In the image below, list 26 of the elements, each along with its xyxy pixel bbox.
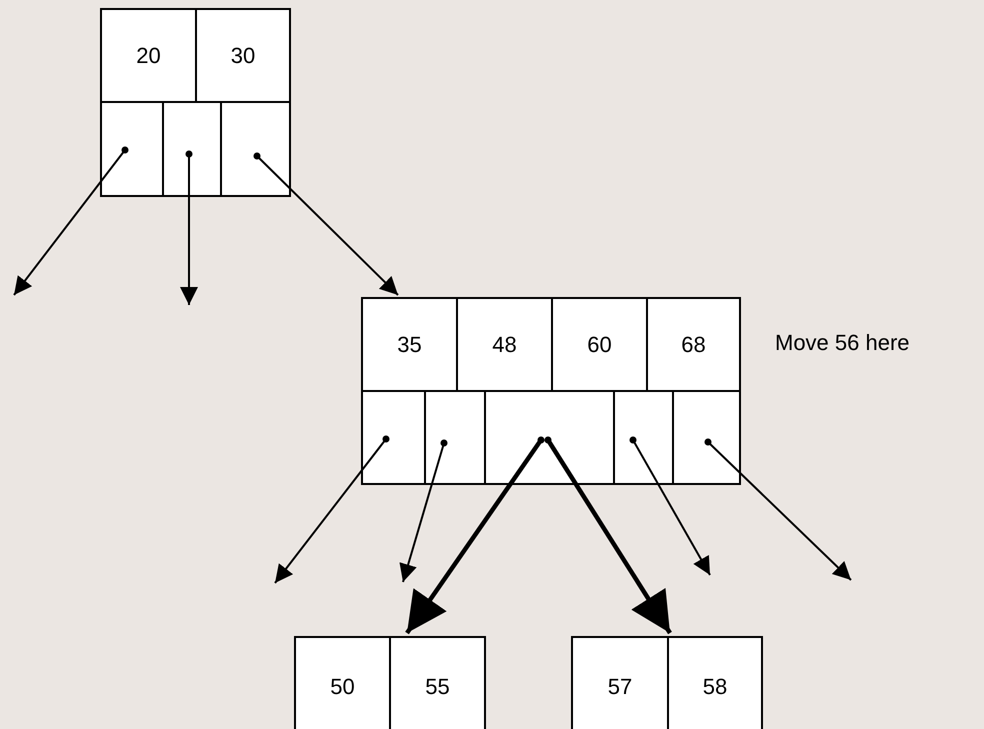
key-cell: 50 — [294, 636, 391, 729]
pointer-arrow — [405, 436, 544, 634]
note-text: Move 56 here — [775, 329, 910, 357]
key-cell: 30 — [195, 8, 291, 103]
tree-node-box — [361, 297, 741, 485]
key-cell: 57 — [571, 636, 669, 729]
pointer-arrow — [274, 436, 390, 584]
pointer-arrow — [13, 146, 128, 296]
pointer-cell — [361, 390, 426, 485]
pointer-arrow — [399, 440, 448, 582]
pointer-arrow — [630, 436, 711, 576]
pointer-cell — [220, 101, 291, 197]
pointer-cell — [100, 101, 164, 197]
key-cell: 58 — [667, 636, 763, 729]
pointer-arrow — [180, 150, 198, 305]
pointer-arrow — [544, 436, 672, 634]
key-cell: 55 — [389, 636, 486, 729]
key-cell: 20 — [100, 8, 197, 103]
tree-node-box — [571, 636, 763, 729]
pointer-cell — [672, 390, 741, 485]
pointer-arrow — [704, 438, 852, 581]
tree-node-box — [100, 8, 291, 197]
key-cell: 35 — [361, 297, 458, 392]
key-cell: 68 — [646, 297, 741, 392]
pointer-arrow — [254, 152, 399, 296]
tree-node-box — [294, 636, 486, 729]
